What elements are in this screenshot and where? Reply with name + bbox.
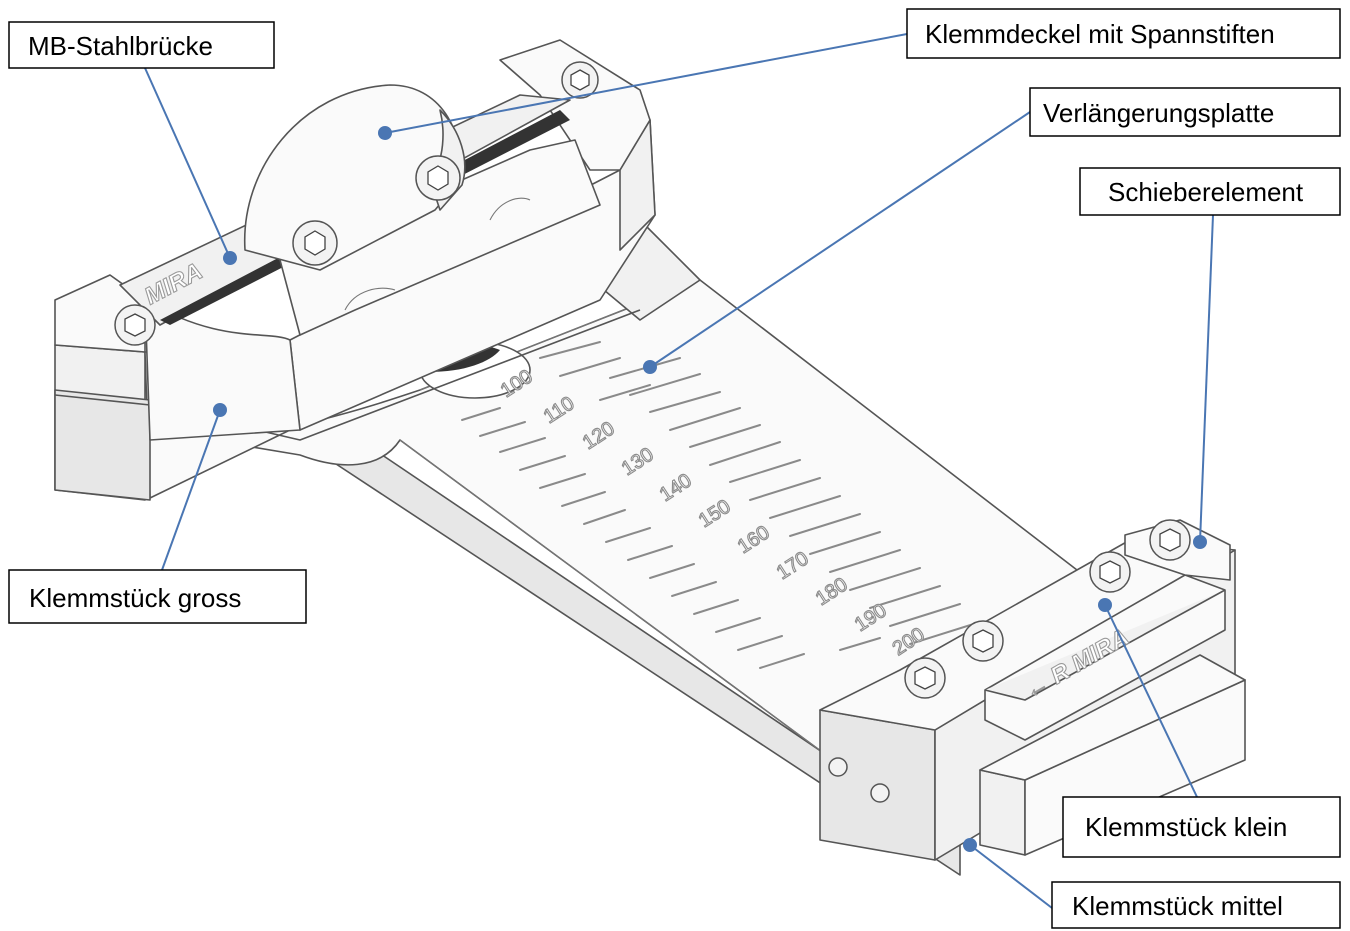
label-schieberelement: Schieberelement: [1079, 167, 1341, 216]
label-verlaengerungsplatte: Verlängerungsplatte: [1029, 87, 1341, 137]
label-text-klemmstueck-klein: Klemmstück klein: [1085, 812, 1287, 842]
marker-klemmstueck-gross: [213, 403, 227, 417]
label-text-mb-stahlbruecke: MB-Stahlbrücke: [28, 31, 213, 61]
leader-verlaengerungsplatte: [649, 111, 1031, 368]
leader-klemmstueck-mittel: [969, 844, 1053, 909]
marker-klemmstueck-klein: [1098, 598, 1112, 612]
label-mb-stahlbruecke: MB-Stahlbrücke: [8, 21, 275, 69]
label-klemmstueck-klein: Klemmstück klein: [1062, 796, 1341, 858]
leader-lines: [144, 33, 1214, 909]
leader-klemmstueck-klein: [1104, 604, 1198, 798]
leader-klemmstueck-gross: [161, 409, 221, 571]
large-clamp-assembly: MIRA: [54, 39, 656, 501]
scale-ticks: [461, 341, 981, 669]
label-text-klemmstueck-gross: Klemmstück gross: [29, 583, 241, 613]
label-text-klemmdeckel: Klemmdeckel mit Spannstiften: [925, 19, 1275, 49]
marker-klemmdeckel: [378, 126, 392, 140]
label-text-verlaengerungsplatte: Verlängerungsplatte: [1043, 98, 1274, 128]
label-klemmdeckel: Klemmdeckel mit Spannstiften: [906, 8, 1341, 59]
marker-klemmstueck-mittel: [963, 838, 977, 852]
leader-schieberelement: [1199, 214, 1214, 543]
clamp-cover: [243, 84, 466, 271]
label-klemmstueck-mittel: Klemmstück mittel: [1051, 881, 1341, 929]
leader-mb-stahlbruecke: [144, 67, 231, 259]
marker-schieberelement: [1193, 535, 1207, 549]
callout-labels: MB-Stahlbrücke Klemmdeckel mit Spannstif…: [8, 8, 1341, 929]
label-text-klemmstueck-mittel: Klemmstück mittel: [1072, 891, 1283, 921]
device-illustration: 100 110 120 130 140 150 160 170 180 190 …: [54, 39, 1246, 876]
label-klemmstueck-gross: Klemmstück gross: [8, 569, 307, 624]
label-text-schieberelement: Schieberelement: [1108, 177, 1304, 207]
leader-klemmdeckel: [384, 33, 908, 134]
marker-mb-stahlbruecke: [223, 251, 237, 265]
marker-verlaengerungsplatte: [643, 360, 657, 374]
